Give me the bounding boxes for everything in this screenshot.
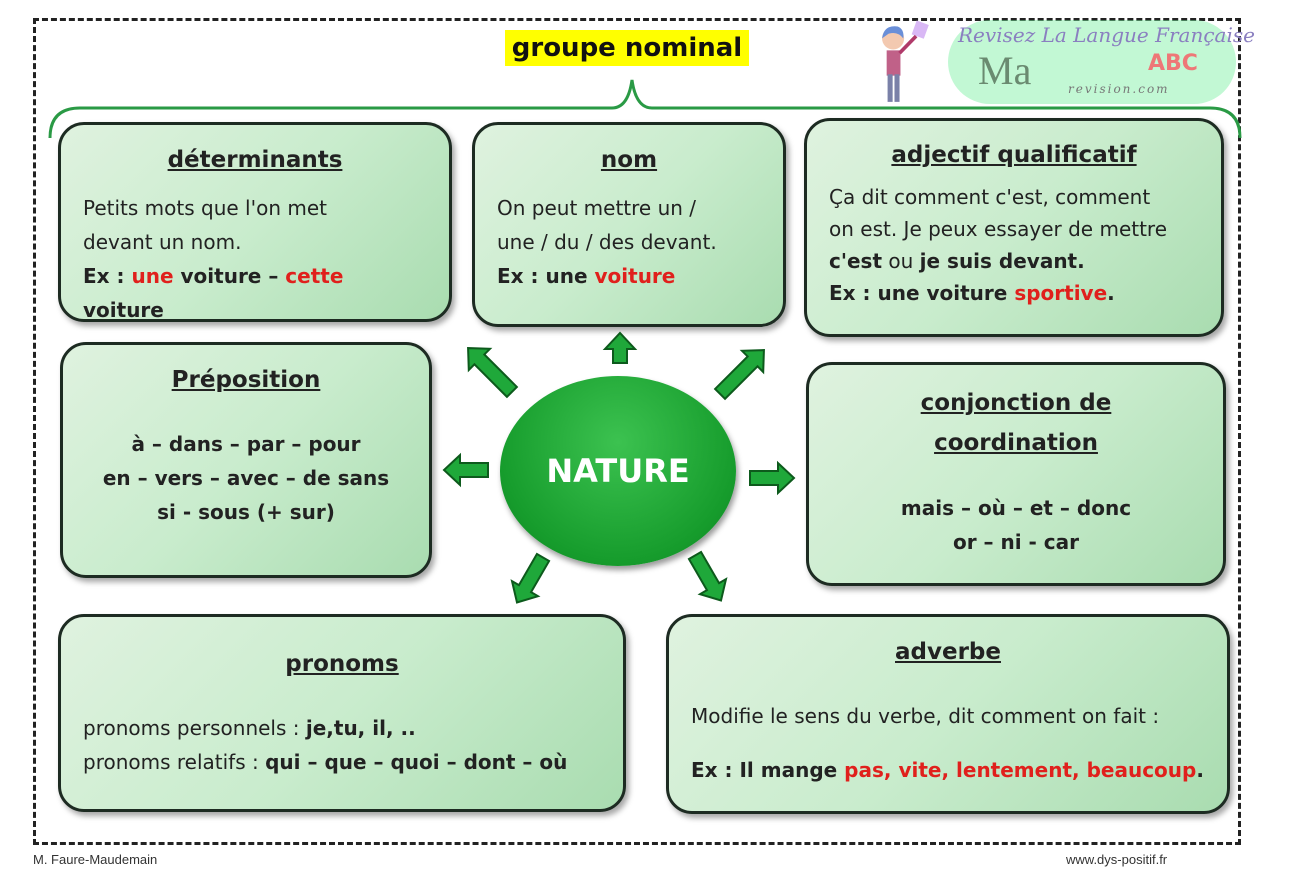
- arrow-to-determinants: [467, 347, 519, 399]
- footer-site: www.dys-positif.fr: [1066, 852, 1168, 867]
- text: ou: [882, 249, 920, 273]
- highlight-word: pas, vite, lentement, beaucoup: [844, 758, 1197, 782]
- text-line: on est. Je peux essayer de mettre: [829, 217, 1168, 241]
- box-conjonction: conjonction de coordination mais – où – e…: [806, 362, 1226, 586]
- heading: déterminants: [167, 147, 343, 173]
- ex-label: Ex : Il mange: [691, 758, 845, 782]
- nature-circle: NATURE: [500, 376, 736, 566]
- text-line: pronoms personnels : je,tu, il, ..: [83, 711, 601, 745]
- heading: Préposition: [171, 367, 321, 393]
- example-line: Ex : une voiture sportive.: [829, 277, 1199, 309]
- text-line: en – vers – avec – de sans: [102, 466, 390, 490]
- text-line: à – dans – par – pour: [131, 432, 361, 456]
- box-determinants: déterminants Petits mots que l'on met de…: [58, 122, 452, 322]
- ex-text: voiture: [83, 298, 164, 322]
- watermark-brand: Ma: [978, 48, 1032, 93]
- watermark-abc: ABC: [1148, 51, 1198, 76]
- box-pronoms: pronoms pronoms personnels : je,tu, il, …: [58, 614, 626, 812]
- ex-text: .: [1196, 758, 1204, 782]
- watermark-site: revision.com: [1068, 82, 1170, 96]
- heading: adjectif qualificatif: [891, 142, 1137, 168]
- text-line: Modifie le sens du verbe, dit comment on…: [691, 704, 1160, 728]
- ex-label: Ex : une voiture: [829, 281, 1015, 305]
- text: pronoms personnels :: [83, 716, 306, 740]
- box-preposition: Préposition à – dans – par – pour en – v…: [60, 342, 432, 578]
- bold-text: je suis devant.: [919, 249, 1085, 273]
- footer-author: M. Faure-Maudemain: [33, 852, 158, 867]
- box-adjectif: adjectif qualificatif Ça dit comment c'e…: [804, 118, 1224, 337]
- text-line: une / du / des devant.: [497, 230, 717, 254]
- text: pronoms relatifs :: [83, 750, 266, 774]
- bold-text: c'est: [829, 249, 883, 273]
- arrow-to-pronoms: [510, 552, 551, 604]
- text-line: mais – où – et – donc: [900, 496, 1132, 520]
- text-line: devant un nom.: [83, 230, 242, 254]
- watermark: Revisez La Langue Française Ma revision.…: [948, 20, 1255, 104]
- highlight-word: cette: [285, 264, 344, 288]
- example-line: Ex : une voiture – cette voiture: [83, 259, 427, 327]
- heading: pronoms: [285, 651, 399, 677]
- heading: adverbe: [895, 639, 1001, 665]
- highlight-word: voiture: [594, 264, 676, 288]
- dashed-frame: [33, 18, 1241, 845]
- arrow-to-nom: [602, 331, 638, 364]
- student-illustration-icon: [882, 20, 929, 102]
- arrow-to-conjonction: [749, 460, 796, 496]
- arrow-to-adjectif: [713, 349, 765, 401]
- example-line: Ex : une voiture: [497, 259, 761, 293]
- text-line: si - sous (+ sur): [157, 500, 335, 524]
- box-nom: nom On peut mettre un / une / du / des d…: [472, 122, 786, 327]
- ex-text: voiture –: [173, 264, 286, 288]
- heading: conjonction de coordination: [831, 383, 1201, 463]
- ex-label: Ex : une: [497, 264, 595, 288]
- box-adverbe: adverbe Modifie le sens du verbe, dit co…: [666, 614, 1230, 814]
- highlight-word: sportive: [1014, 281, 1108, 305]
- heading: nom: [600, 147, 658, 173]
- title-groupe-nominal: groupe nominal: [505, 30, 749, 66]
- text-line: Petits mots que l'on met: [83, 196, 327, 220]
- text-line: On peut mettre un /: [497, 196, 697, 220]
- bold-text: qui – que – quoi – dont – où: [265, 750, 568, 774]
- example-line: Ex : Il mange pas, vite, lentement, beau…: [691, 753, 1205, 787]
- text-line: pronoms relatifs : qui – que – quoi – do…: [83, 745, 601, 779]
- heading-line: conjonction de: [920, 390, 1112, 416]
- arrow-to-preposition: [442, 452, 489, 488]
- ex-text: .: [1107, 281, 1115, 305]
- text-line: c'est ou je suis devant.: [829, 245, 1199, 277]
- text-line: Ça dit comment c'est, comment: [829, 185, 1151, 209]
- ex-label: Ex :: [83, 264, 132, 288]
- bold-text: je,tu, il, ..: [305, 716, 416, 740]
- text-line: or – ni - car: [952, 530, 1080, 554]
- arrow-to-adverbe: [687, 550, 728, 602]
- watermark-tagline: Revisez La Langue Française: [958, 23, 1255, 47]
- highlight-word: une: [131, 264, 174, 288]
- heading-line: coordination: [934, 430, 1098, 456]
